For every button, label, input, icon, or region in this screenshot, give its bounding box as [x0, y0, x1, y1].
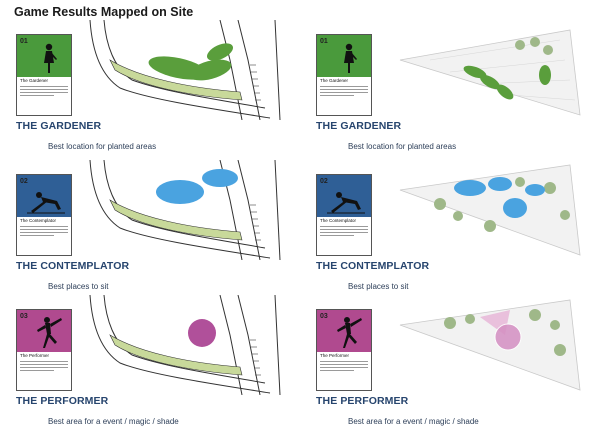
site-axonometric-view: [399, 164, 581, 256]
planting-zone-blob: [539, 65, 551, 85]
seating-zone-blob: [454, 180, 486, 196]
dancer-figure-icon: [37, 317, 62, 348]
role-caption: Best places to sit: [48, 282, 109, 291]
role-title: THE CONTEMPLATOR: [16, 260, 130, 272]
card-name: The Gardener: [320, 78, 349, 83]
role-title: THE PERFORMER: [316, 395, 409, 407]
panel-performer-3d: 03 The Performer THE PERFORMER Best area…: [310, 295, 600, 435]
site-plan-map: [89, 20, 281, 120]
seating-zone-blob: [503, 198, 527, 218]
role-caption: Best places to sit: [348, 282, 409, 291]
card-number: 03: [320, 313, 328, 320]
panel-gardener-3d: 01 The Gardener THE GARDENER Best locati…: [310, 20, 600, 160]
card-name: The Contemplator: [20, 218, 57, 223]
card-number: 01: [320, 38, 328, 45]
game-card-performer: 03 The Performer: [316, 309, 372, 391]
planting-zone-blob: [496, 84, 514, 100]
site-axonometric-view: [399, 299, 581, 391]
panel-contemplator-plan: 02 The Contemplator THE CONTEMPLATOR Bes…: [10, 160, 300, 300]
card-name: The Performer: [320, 353, 350, 358]
role-title: THE CONTEMPLATOR: [316, 260, 430, 272]
dancer-figure-icon: [337, 317, 362, 348]
seating-zone-blob: [488, 177, 512, 191]
site-plan-map: [89, 295, 281, 395]
role-caption: Best location for planted areas: [348, 142, 457, 151]
event-zone-blob: [188, 319, 216, 347]
panel-gardener-plan: 01 The Gardener THE GARDENER Best locati…: [10, 20, 300, 160]
role-title: THE GARDENER: [16, 120, 102, 132]
card-number: 03: [20, 313, 28, 320]
card-name: The Performer: [20, 353, 50, 358]
game-card-performer: 03 The Performer: [16, 309, 72, 391]
site-axonometric-view: [399, 29, 581, 116]
game-card-contemplator: 02 The Contemplator: [16, 174, 72, 256]
reclining-figure-icon: [327, 192, 365, 214]
seating-zone-blob: [202, 169, 238, 187]
planting-zone-blob: [206, 43, 234, 61]
game-card-contemplator: 02 The Contemplator: [316, 174, 372, 256]
role-title: THE PERFORMER: [16, 395, 109, 407]
panel-performer-plan: 03 The Performer THE PERFORMER Best area…: [10, 295, 300, 435]
card-number: 02: [20, 178, 28, 185]
planting-zone-blob: [188, 59, 232, 81]
page-title: Game Results Mapped on Site: [14, 5, 194, 19]
card-number: 01: [20, 38, 28, 45]
role-title: THE GARDENER: [316, 120, 402, 132]
game-card-gardener: 01 The Gardener: [16, 34, 72, 116]
planting-zone-blob: [463, 65, 487, 79]
planting-zone-blob: [480, 75, 500, 89]
seating-zone-blob: [156, 180, 204, 204]
card-number: 02: [320, 178, 328, 185]
gardener-figure-icon: [44, 43, 57, 73]
site-plan-map: [89, 160, 281, 260]
role-caption: Best location for planted areas: [48, 142, 157, 151]
event-zone-blob: [494, 323, 522, 351]
role-caption: Best area for a event / magic / shade: [348, 417, 479, 426]
card-name: The Gardener: [20, 78, 49, 83]
panel-contemplator-3d: 02 The Contemplator THE CONTEMPLATOR Bes…: [310, 160, 600, 300]
card-name: The Contemplator: [320, 218, 357, 223]
game-card-gardener: 01 The Gardener: [316, 34, 372, 116]
seating-zone-blob: [525, 184, 545, 196]
reclining-figure-icon: [27, 192, 65, 214]
role-caption: Best area for a event / magic / shade: [48, 417, 179, 426]
gardener-figure-icon: [344, 43, 357, 73]
